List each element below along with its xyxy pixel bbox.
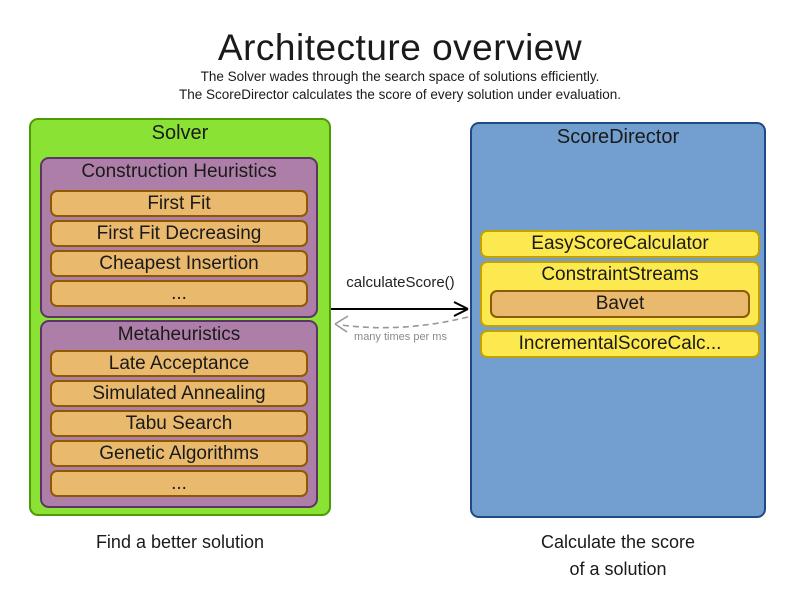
score-director-title: ScoreDirector [556,126,680,148]
heuristic-item-genetic-algorithms: Genetic Algorithms [50,440,308,467]
solver-caption: Find a better solution [95,532,265,552]
solver-box: Solver Construction Heuristics First Fit… [29,118,331,516]
construction-heuristics-title: Construction Heuristics [81,161,277,182]
heuristic-item-tabu-search: Tabu Search [50,410,308,437]
heuristic-item-late-acceptance: Late Acceptance [50,350,308,377]
solver-title: Solver [151,122,209,144]
score-director-caption-line2: of a solution [569,559,667,579]
incremental-score-calculator-box: IncrementalScoreCalc... [480,330,760,358]
page-title: Architecture overview [217,27,583,68]
score-director-box: ScoreDirector EasyScoreCalculator Constr… [470,122,766,518]
metaheuristics-title: Metaheuristics [117,324,241,345]
heuristic-item-more: ... [50,280,308,307]
return-arrow [340,316,469,329]
construction-heuristics-box: Construction Heuristics First Fit First … [40,157,318,318]
return-arrowhead [334,315,349,333]
calculate-score-label: calculateScore() [346,274,455,291]
heuristic-item-first-fit-decreasing: First Fit Decreasing [50,220,308,247]
score-director-caption: Calculate the score of a solution [470,529,766,583]
heuristic-item-cheapest-insertion: Cheapest Insertion [50,250,308,277]
score-director-caption-line1: Calculate the score [540,532,696,552]
frequency-label: many times per ms [354,331,447,343]
constraint-streams-title: ConstraintStreams [541,264,699,285]
interaction-arrows [331,301,469,333]
easy-score-calculator-box: EasyScoreCalculator [480,230,760,258]
heuristic-item-more: ... [50,470,308,497]
subtitle-line1: The Solver wades through the search spac… [200,69,600,84]
heuristic-item-simulated-annealing: Simulated Annealing [50,380,308,407]
calculate-score-arrowhead [453,301,469,317]
subtitle-line2: The ScoreDirector calculates the score o… [179,87,621,102]
bavet-box: Bavet [490,290,750,318]
constraint-streams-box: ConstraintStreams Bavet [480,261,760,327]
heuristic-item-first-fit: First Fit [50,190,308,217]
metaheuristics-box: Metaheuristics Late Acceptance Simulated… [40,320,318,508]
